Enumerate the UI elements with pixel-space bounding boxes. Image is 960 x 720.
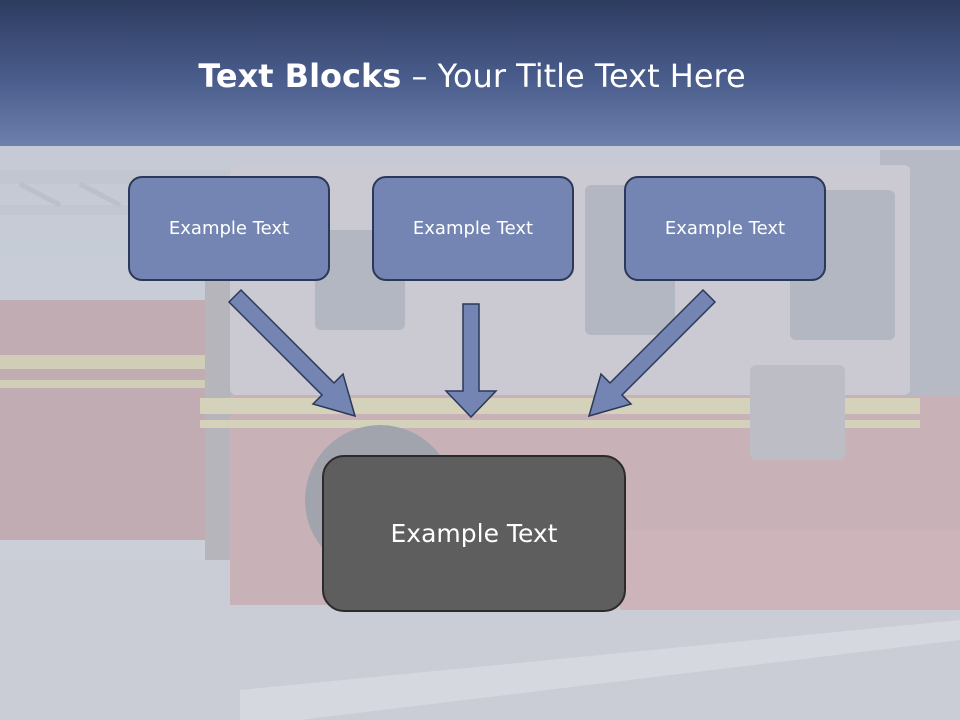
- target-text-block[interactable]: Example Text: [322, 455, 626, 612]
- title-rest-text: Your Title Text Here: [437, 57, 746, 95]
- arrow-right-diagonal: [587, 288, 717, 418]
- text-block-3[interactable]: Example Text: [624, 176, 826, 281]
- target-text-block-label: Example Text: [390, 519, 558, 548]
- text-block-2-label: Example Text: [412, 218, 534, 239]
- text-block-1[interactable]: Example Text: [128, 176, 330, 281]
- text-block-1-label: Example Text: [168, 218, 290, 239]
- text-block-3-label: Example Text: [664, 218, 786, 239]
- slide-title[interactable]: Text Blocks – Your Title Text Here: [0, 52, 944, 100]
- title-bar: Text Blocks – Your Title Text Here: [0, 0, 960, 146]
- arrow-left-diagonal: [227, 288, 357, 418]
- text-block-2[interactable]: Example Text: [372, 176, 574, 281]
- title-separator: –: [401, 57, 438, 95]
- title-bold-text: Text Blocks: [198, 57, 402, 95]
- arrow-center-down: [444, 303, 498, 419]
